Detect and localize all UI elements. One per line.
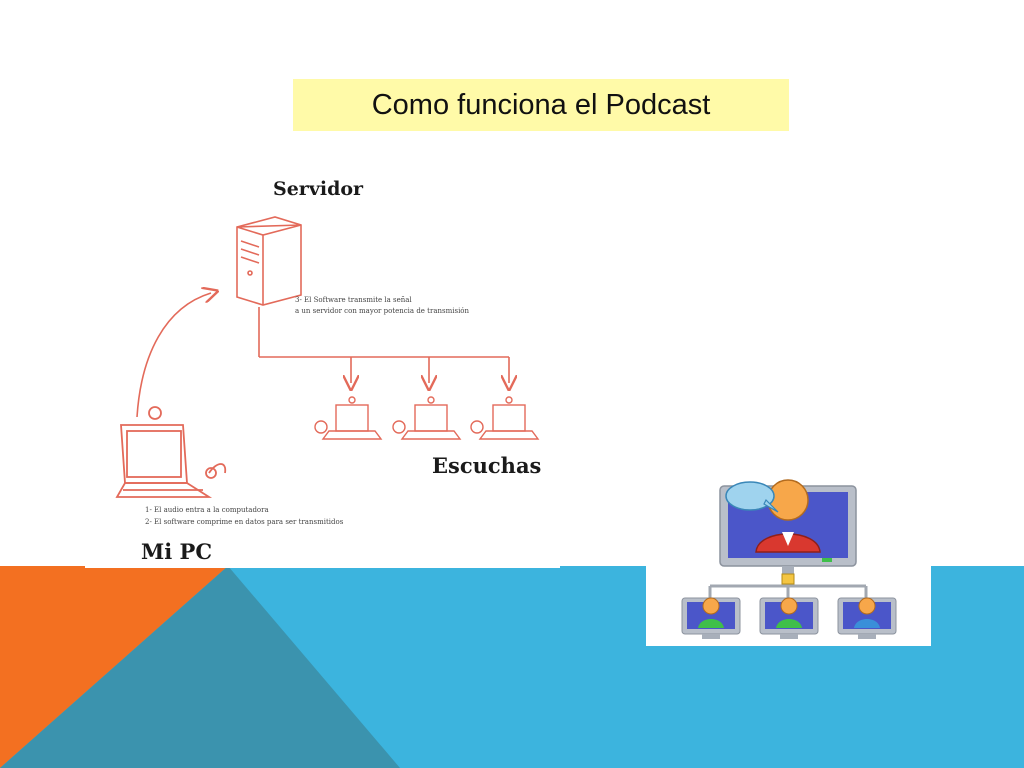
teal-triangle bbox=[0, 566, 400, 768]
listeners-label: Escuchas bbox=[432, 453, 541, 478]
hub-icon bbox=[781, 573, 795, 585]
pc-note-line2: 2- El software comprime en datos para se… bbox=[145, 518, 344, 526]
listener-laptop-icon bbox=[470, 396, 540, 440]
listener-laptop-icon bbox=[314, 396, 383, 440]
listener-monitor-icon bbox=[837, 597, 897, 639]
server-label: Servidor bbox=[273, 178, 364, 200]
slide-title: Como funciona el Podcast bbox=[371, 88, 711, 121]
pc-note-line1: 1- El audio entra a la computadora bbox=[145, 506, 269, 514]
server-icon bbox=[236, 216, 302, 306]
upload-arrow bbox=[136, 293, 211, 418]
listener-monitor-icon bbox=[681, 597, 741, 639]
podcast-diagram: Servidor 3- El Software transmite la señ… bbox=[85, 155, 560, 568]
distribution-lines bbox=[258, 307, 509, 383]
server-note-line2: a un servidor con mayor potencia de tran… bbox=[295, 307, 470, 315]
network-illustration bbox=[646, 470, 931, 646]
my-pc-laptop-icon bbox=[115, 406, 227, 498]
listener-monitor-icon bbox=[759, 597, 819, 639]
listener-laptop-icon bbox=[392, 396, 462, 440]
title-box: Como funciona el Podcast bbox=[293, 79, 789, 131]
speech-bubble-icon bbox=[725, 481, 779, 513]
server-note-line1: 3- El Software transmite la señal bbox=[295, 296, 412, 304]
pc-label: Mi PC bbox=[141, 539, 212, 564]
